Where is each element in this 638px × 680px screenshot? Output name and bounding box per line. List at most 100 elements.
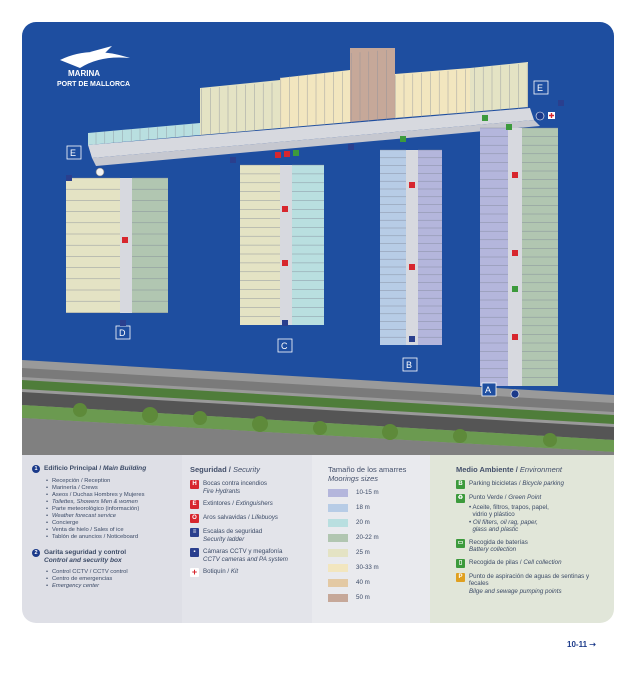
- pier-label-a: A: [485, 385, 491, 395]
- size-item: 25 m: [328, 549, 424, 557]
- logo: [60, 46, 130, 68]
- size-swatch: [328, 564, 348, 572]
- green-point-detail: Oil filters, oil rag, paper,: [472, 518, 538, 526]
- env-item-label-en: Bicycle parking: [522, 480, 564, 487]
- security-item-label: Cámaras CCTV y megafonía: [203, 548, 283, 555]
- size-swatch: [328, 594, 348, 602]
- size-swatch: [328, 504, 348, 512]
- main-building-list: Recepción / Reception Marinería / Crews …: [46, 478, 174, 541]
- env-title-en: Environment: [519, 465, 563, 474]
- guard-list: Control CCTV / CCTV control Centro de em…: [46, 569, 174, 590]
- pier-label-e-left: E: [70, 148, 76, 158]
- size-label: 40 m: [356, 579, 370, 586]
- env-item-green-point: ♻Punto Verde / Green Point • Aceite, fil…: [456, 494, 549, 533]
- list-item-sub: Emergency center: [46, 583, 174, 590]
- security-item-kit: +Botiquín / Kit: [190, 568, 306, 577]
- main-building-number-icon: 1: [32, 465, 40, 473]
- env-item-label: Punto Verde /: [469, 494, 507, 501]
- env-item-label-en: Battery collection: [469, 546, 517, 553]
- security-item-label: Extintores /: [203, 500, 234, 507]
- env-item-label: Punto de aspiración de aguas de sentinas…: [469, 572, 590, 588]
- security-item-label-en: Security ladder: [203, 535, 245, 543]
- green-point-detail: vidrio y plástico: [472, 511, 515, 518]
- size-label: 20 m: [356, 519, 370, 526]
- env-item-label-en: Green Point: [508, 494, 542, 501]
- list-item: Control CCTV / CCTV control: [46, 569, 174, 576]
- security-item-label-en: Extinguishers: [235, 500, 273, 507]
- green-point-detail: Aceite, filtros, trapos, papel,: [472, 503, 549, 511]
- security-item-label-en: CCTV cameras and PA system: [203, 555, 288, 563]
- first-aid-kit-icon: +: [190, 567, 199, 577]
- size-swatch: [328, 579, 348, 587]
- guard-box-number-icon: 2: [32, 549, 40, 557]
- page-number: 10-11 ➝: [567, 640, 596, 649]
- lifebuoy-icon: O: [190, 514, 199, 523]
- size-item: 30-33 m: [328, 564, 424, 572]
- size-item: 20-22 m: [328, 534, 424, 542]
- pier-label-b: B: [406, 360, 412, 370]
- env-title: Medio Ambiente /: [456, 465, 518, 474]
- recycle-icon: ♻: [456, 494, 465, 503]
- pier-b: [380, 150, 442, 345]
- size-item: 40 m: [328, 579, 424, 587]
- env-item-label: Parking bicicletas /: [469, 480, 521, 487]
- security-item-label: Escalas de seguridad: [203, 528, 263, 535]
- env-item-cells: ▯ Recogida de pilas / Cell collection: [456, 558, 606, 568]
- security-item-label-en: Kit: [230, 568, 239, 575]
- size-label: 10-15 m: [356, 489, 379, 496]
- logo-swoosh-icon: ➝: [589, 640, 596, 649]
- list-item: Concierge: [46, 520, 174, 527]
- size-label: 20-22 m: [356, 534, 379, 541]
- trees: [73, 403, 557, 447]
- security-item-label: Aros salvavidas /: [203, 514, 250, 521]
- security-title: Seguridad /: [190, 465, 231, 474]
- logo-line1: MARINA: [68, 69, 100, 78]
- list-item-sub: Weather forecast service: [46, 513, 174, 520]
- security-item-extinguishers: E Extintores / Extinguishers: [190, 500, 306, 509]
- list-item: Recepción / Reception: [46, 478, 174, 485]
- guard-title: Garita seguridad y control: [44, 549, 127, 556]
- env-item-label: Recogida de baterías: [469, 538, 528, 546]
- cell-battery-icon: ▯: [456, 558, 465, 568]
- sizes-title: Tamaño de los amarres: [328, 465, 407, 474]
- guard-title-en: Control and security box: [44, 556, 122, 564]
- security-title-en: Security: [232, 465, 261, 474]
- legend-main-building: 1 Edificio Principal / Main Building Rec…: [22, 455, 182, 623]
- legend-security: Seguridad / Security H Bocas contra incen…: [182, 455, 312, 623]
- env-item-label-en: Bilge and sewage pumping points: [469, 587, 562, 595]
- list-item: Parte meteorológico (información): [46, 506, 174, 513]
- size-item: 20 m: [328, 519, 424, 527]
- size-swatch: [328, 534, 348, 542]
- env-item-label-en: Cell collection: [523, 558, 562, 566]
- pier-e: [88, 48, 540, 166]
- pier-label-c: C: [281, 341, 288, 351]
- main-building-title: Edificio Principal /: [44, 465, 102, 472]
- env-item-label: Recogida de pilas /: [469, 558, 522, 566]
- size-swatch: [328, 519, 348, 527]
- security-item-label: Bocas contra incendios: [203, 480, 267, 487]
- list-item: Venta de hielo / Sales of ice: [46, 527, 174, 534]
- size-swatch: [328, 549, 348, 557]
- list-item: Marinería / Crews: [46, 485, 174, 492]
- main-building-title-en: Main Building: [103, 465, 147, 472]
- fire-hydrant-icon: H: [190, 480, 199, 489]
- sizes-title-en: Moorings sizes: [328, 474, 379, 483]
- berth-dividers: [66, 127, 558, 378]
- list-item-sub: Toilettes, Showers Men & women: [46, 499, 174, 506]
- extinguisher-icon: E: [190, 500, 199, 509]
- battery-icon: ▭: [456, 538, 465, 548]
- security-item-label-en: Lifebuoys: [251, 514, 279, 521]
- pier-label-e-right: E: [537, 83, 543, 93]
- security-item-lifebuoys: O Aros salvavidas / Lifebuoys: [190, 514, 306, 523]
- list-item: Tablón de anuncios / Noticeboard: [46, 534, 174, 541]
- pier-label-d: D: [119, 328, 126, 338]
- security-item-label-en: Fire Hydrants: [203, 487, 241, 495]
